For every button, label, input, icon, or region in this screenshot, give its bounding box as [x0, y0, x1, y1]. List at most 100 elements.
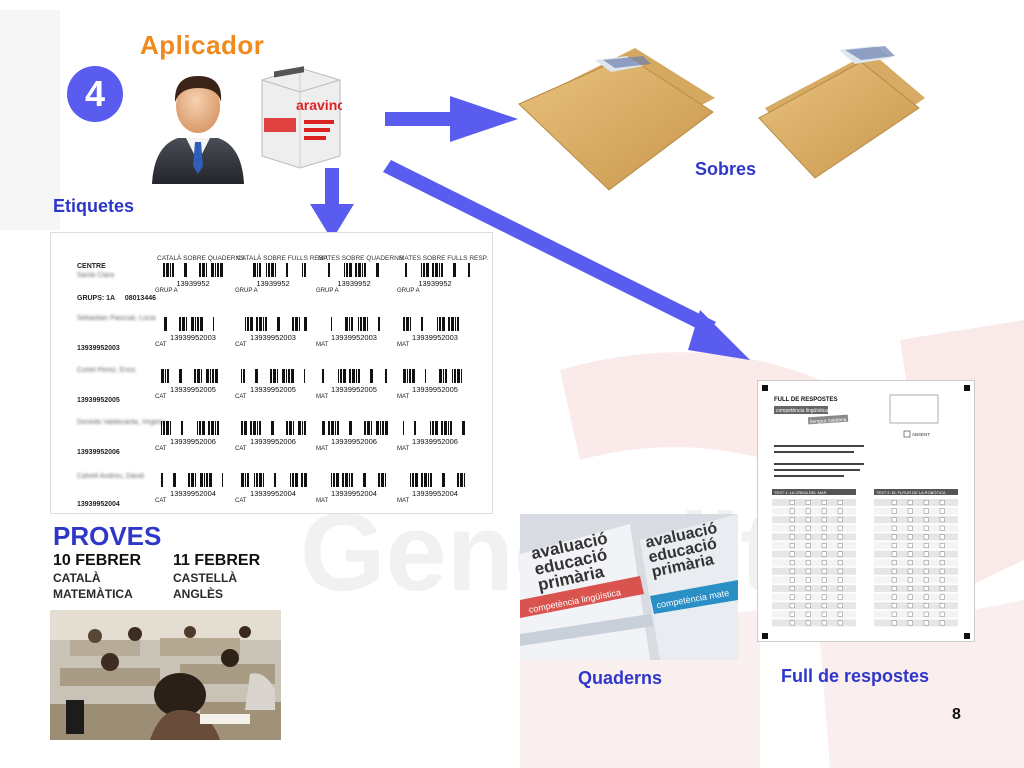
- barcode-icon: [403, 369, 462, 383]
- answer-checkbox: [891, 508, 897, 514]
- answer-checkbox: [805, 551, 811, 557]
- answer-checkbox: [907, 534, 913, 540]
- envelopes-image: [518, 46, 925, 191]
- barcode-prefix: CAT: [235, 446, 247, 452]
- answer-checkbox: [789, 560, 795, 566]
- answer-row: [772, 610, 856, 618]
- answer-checkbox: [907, 525, 913, 531]
- answer-checkbox: [837, 577, 843, 583]
- answer-checkbox: [939, 560, 945, 566]
- answer-checkbox: [805, 568, 811, 574]
- answer-checkbox: [907, 551, 913, 557]
- answer-checkbox: [907, 499, 913, 505]
- barcode-number: 13939952003: [250, 333, 296, 342]
- answer-sheet-tag: competència lingüística: [776, 408, 828, 414]
- answer-checkbox: [923, 603, 929, 609]
- answer-checkbox: [821, 542, 827, 548]
- answer-checkbox: [891, 585, 897, 591]
- answer-checkbox: [907, 620, 913, 626]
- answer-checkbox: [789, 585, 795, 591]
- grups-label: GRUPS: 1A 08013446: [77, 295, 157, 302]
- column-header: MATES SOBRE FULLS RESP.: [399, 255, 488, 262]
- answer-checkbox: [939, 499, 945, 505]
- answer-row: [874, 524, 958, 532]
- quaderns-photo: avaluació educació primària avaluació ed…: [520, 514, 738, 660]
- student-name-blurred: Donedo Valdecanta, Virginia: [77, 419, 166, 426]
- answer-checkbox: [891, 620, 897, 626]
- answer-row: [874, 610, 958, 618]
- answer-checkbox: [907, 517, 913, 523]
- answer-checkbox: [907, 568, 913, 574]
- answer-checkbox: [891, 525, 897, 531]
- answer-checkbox: [789, 542, 795, 548]
- barcode-number: 13939952005: [412, 385, 458, 394]
- answer-checkbox: [907, 611, 913, 617]
- student-id: 13939952006: [77, 449, 120, 456]
- barcode-icon: [331, 473, 386, 487]
- answer-checkbox: [821, 499, 827, 505]
- answer-checkbox: [789, 611, 795, 617]
- answer-checkbox: [805, 534, 811, 540]
- answer-checkbox: [923, 585, 929, 591]
- answer-checkbox: [939, 603, 945, 609]
- answer-checkbox: [923, 551, 929, 557]
- answer-checkbox: [907, 508, 913, 514]
- answer-row: [874, 559, 958, 567]
- barcode-prefix: GRUP A: [235, 288, 258, 294]
- barcode-prefix: CAT: [235, 394, 247, 400]
- answer-checkbox: [837, 620, 843, 626]
- box-brand-text: aravinc: [296, 97, 342, 113]
- barcode-number: 13939952003: [170, 333, 216, 342]
- barcode-prefix: CAT: [235, 342, 247, 348]
- proves-title: PROVES: [53, 521, 162, 551]
- answer-checkbox: [805, 517, 811, 523]
- answer-checkbox: [837, 560, 843, 566]
- column-header: CATALÀ SOBRE FULLS RESP.: [237, 255, 329, 262]
- step-number-badge: 4: [67, 66, 123, 122]
- barcode-prefix: CAT: [155, 394, 167, 400]
- answer-checkbox: [837, 525, 843, 531]
- answer-row: [772, 602, 856, 610]
- proves-day-1: 10 FEBRER CATALÀ MATEMÀTICA: [53, 552, 141, 602]
- answer-row: [772, 567, 856, 575]
- barcode-number: 13939952004: [250, 489, 296, 498]
- barcode-number: 13939952: [176, 279, 210, 288]
- answer-checkbox: [821, 517, 827, 523]
- barcode-prefix: MAT: [397, 446, 410, 452]
- barcode-icon: [328, 263, 379, 277]
- barcode-icon: [253, 263, 306, 277]
- classroom-photo: [50, 610, 281, 740]
- answer-row: [772, 533, 856, 541]
- answer-checkbox: [907, 560, 913, 566]
- answer-checkbox: [891, 568, 897, 574]
- answer-checkbox: [939, 620, 945, 626]
- page-number: 8: [952, 706, 961, 723]
- answer-checkbox: [939, 594, 945, 600]
- proves-subject: ANGLÈS: [173, 587, 224, 601]
- barcode-number: 13939952004: [412, 489, 458, 498]
- answer-checkbox: [789, 517, 795, 523]
- full-respostes-label: Full de respostes: [781, 666, 930, 686]
- answer-checkbox: [891, 611, 897, 617]
- answer-checkbox: [837, 508, 843, 514]
- answer-checkbox: [837, 585, 843, 591]
- answer-checkbox: [837, 517, 843, 523]
- answer-checkbox: [821, 585, 827, 591]
- barcode-icon: [322, 421, 388, 435]
- student-id: 13939952003: [77, 345, 120, 352]
- answer-sheet-image: FULL DE RESPOSTES competència lingüístic…: [757, 380, 975, 642]
- answer-checkbox: [891, 577, 897, 583]
- answer-checkbox: [821, 534, 827, 540]
- answer-checkbox: [805, 594, 811, 600]
- barcode-number: 13939952003: [331, 333, 377, 342]
- answer-row: [874, 593, 958, 601]
- centre-name-blurred: Santa Clara: [77, 272, 114, 279]
- barcode-icon: [161, 421, 219, 435]
- barcode-prefix: MAT: [316, 498, 329, 504]
